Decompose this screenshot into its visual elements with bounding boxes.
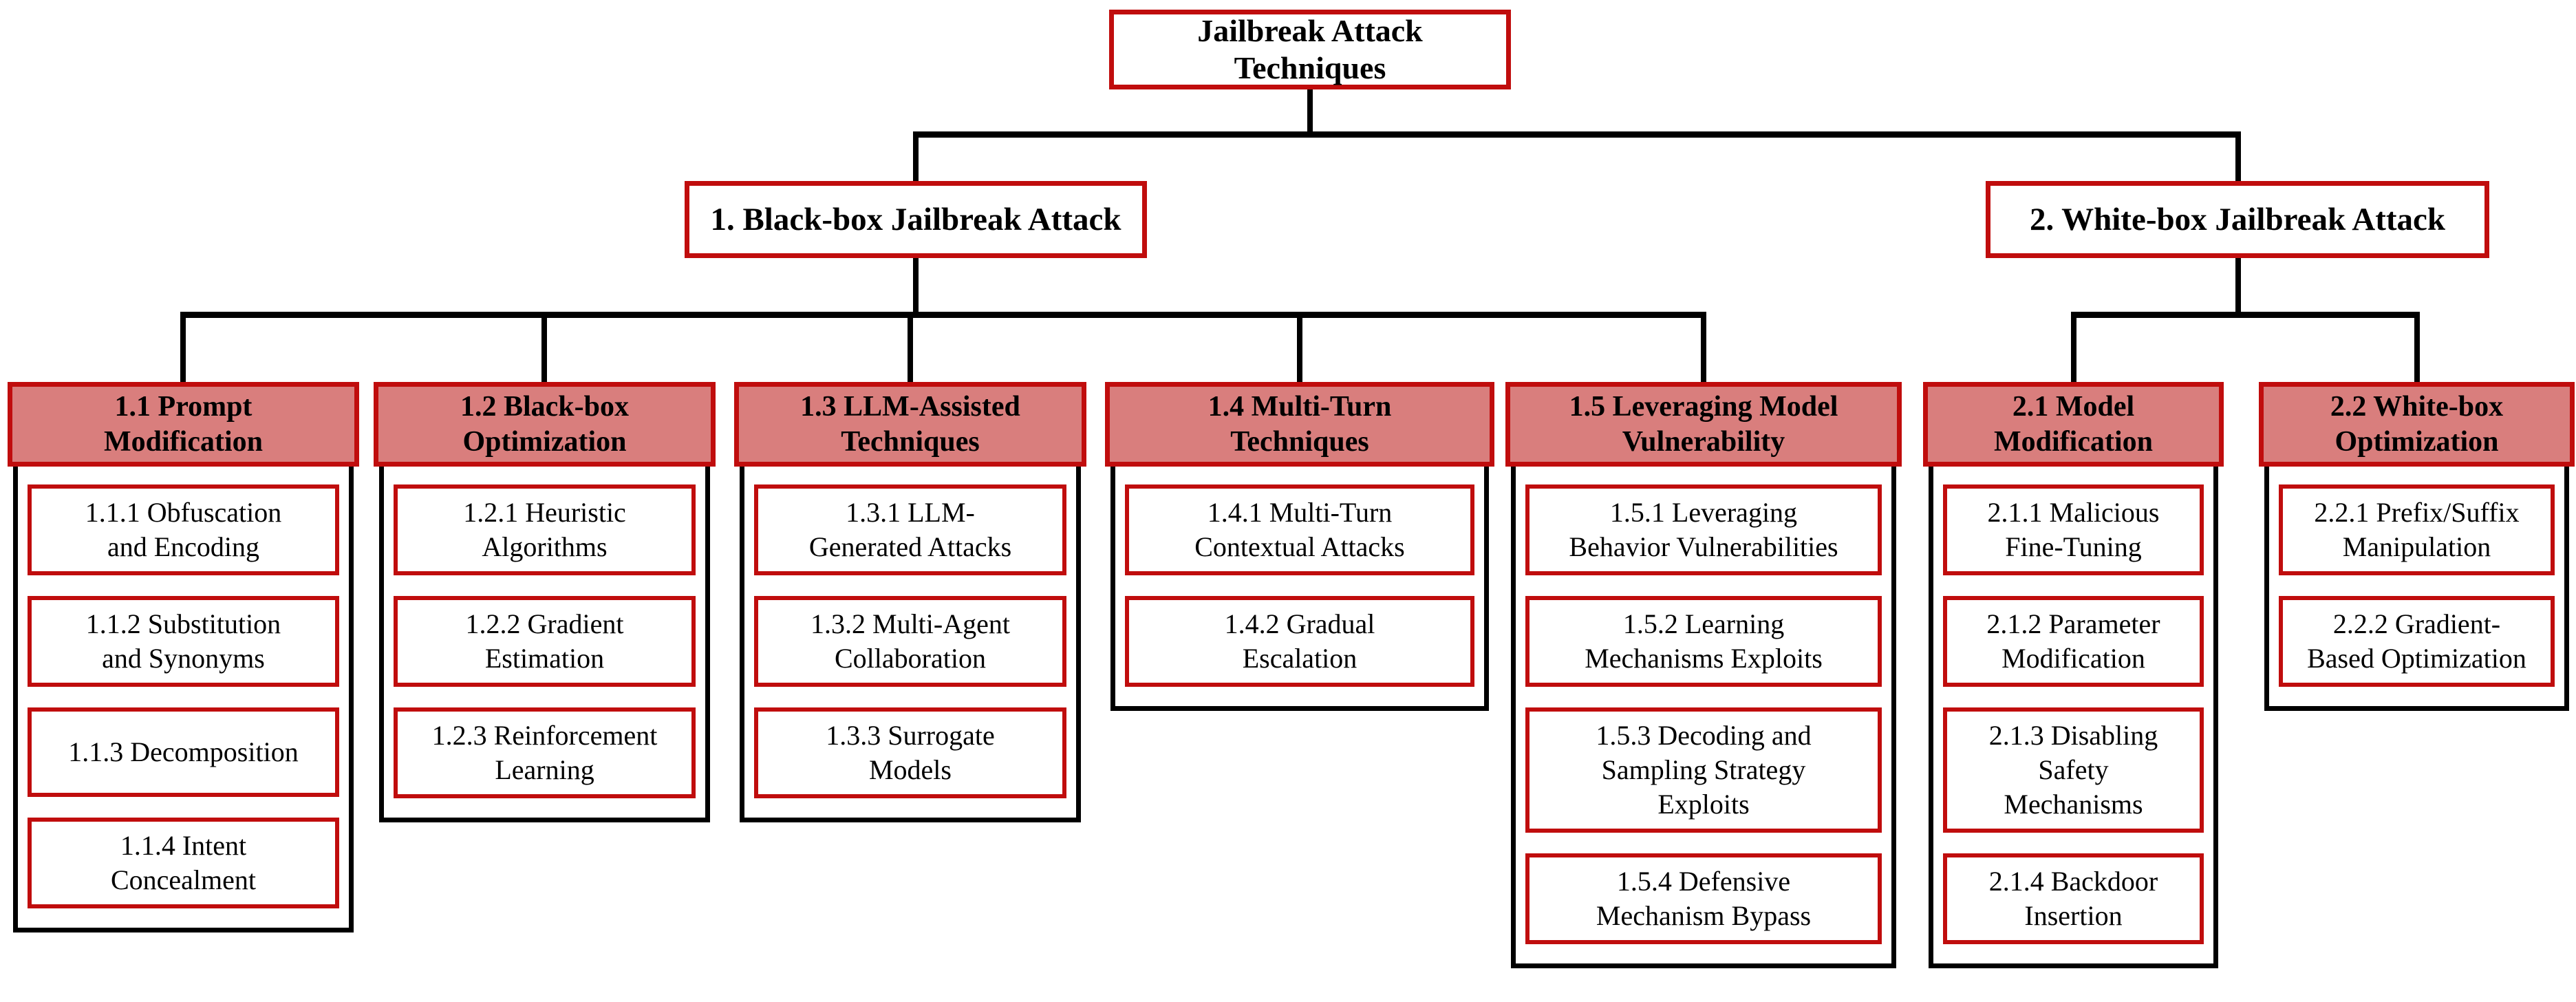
category-header-1-1: 1.1 Prompt Modification: [8, 382, 359, 467]
leaf-node-1-3-3: 1.3.3 Surrogate Models: [754, 707, 1066, 798]
branch-node-white-box: 2. White-box Jailbreak Attack: [1986, 181, 2489, 258]
leaf-node-2-1-2: 2.1.2 Parameter Modification: [1943, 596, 2204, 687]
category-header-1-2: 1.2 Black-box Optimization: [374, 382, 716, 467]
leaf-node-1-1-4: 1.1.4 Intent Concealment: [28, 818, 339, 908]
connector-drop-col-1-5: [1701, 315, 1706, 384]
taxonomy-column-1-5: 1.5 Leveraging Model Vulnerability 1.5.1…: [1505, 382, 1902, 968]
leaf-node-2-2-2: 2.2.2 Gradient- Based Optimization: [2279, 596, 2555, 687]
category-body-2-1: 2.1.1 Malicious Fine-Tuning 2.1.2 Parame…: [1929, 467, 2218, 968]
category-body-1-5: 1.5.1 Leveraging Behavior Vulnerabilitie…: [1511, 467, 1896, 968]
category-body-1-2: 1.2.1 Heuristic Algorithms 1.2.2 Gradien…: [379, 467, 710, 822]
connector-drop-col-2-1: [2071, 315, 2076, 384]
leaf-node-1-5-2: 1.5.2 Learning Mechanisms Exploits: [1525, 596, 1882, 687]
category-header-1-5: 1.5 Leveraging Model Vulnerability: [1505, 382, 1902, 467]
connector-white-box-vertical: [2235, 256, 2241, 315]
connector-drop-col-1-2: [541, 315, 547, 384]
leaf-node-1-2-1: 1.2.1 Heuristic Algorithms: [394, 484, 696, 575]
leaf-node-1-5-1: 1.5.1 Leveraging Behavior Vulnerabilitie…: [1525, 484, 1882, 575]
category-header-2-2: 2.2 White-box Optimization: [2259, 382, 2575, 467]
leaf-node-1-5-4: 1.5.4 Defensive Mechanism Bypass: [1525, 853, 1882, 944]
taxonomy-column-1-4: 1.4 Multi-Turn Techniques 1.4.1 Multi-Tu…: [1105, 382, 1494, 711]
connector-white-box-horizontal: [2071, 312, 2420, 318]
leaf-node-2-1-4: 2.1.4 Backdoor Insertion: [1943, 853, 2204, 944]
category-header-1-4: 1.4 Multi-Turn Techniques: [1105, 382, 1494, 467]
category-body-1-4: 1.4.1 Multi-Turn Contextual Attacks 1.4.…: [1110, 467, 1489, 711]
leaf-node-1-4-2: 1.4.2 Gradual Escalation: [1125, 596, 1474, 687]
leaf-node-2-1-1: 2.1.1 Malicious Fine-Tuning: [1943, 484, 2204, 575]
connector-level1-horizontal: [913, 131, 2241, 138]
taxonomy-column-2-2: 2.2 White-box Optimization 2.2.1 Prefix/…: [2259, 382, 2575, 711]
category-body-1-3: 1.3.1 LLM- Generated Attacks 1.3.2 Multi…: [740, 467, 1081, 822]
connector-drop-col-1-3: [908, 315, 913, 384]
category-header-2-1: 2.1 Model Modification: [1923, 382, 2224, 467]
leaf-node-1-2-3: 1.2.3 Reinforcement Learning: [394, 707, 696, 798]
branch-node-black-box: 1. Black-box Jailbreak Attack: [685, 181, 1147, 258]
leaf-node-1-4-1: 1.4.1 Multi-Turn Contextual Attacks: [1125, 484, 1474, 575]
leaf-node-1-1-3: 1.1.3 Decomposition: [28, 707, 339, 797]
category-body-2-2: 2.2.1 Prefix/Suffix Manipulation 2.2.2 G…: [2264, 467, 2569, 711]
connector-drop-col-2-2: [2414, 315, 2420, 384]
connector-drop-white-box: [2235, 135, 2241, 183]
taxonomy-column-1-2: 1.2 Black-box Optimization 1.2.1 Heurist…: [374, 382, 716, 822]
leaf-node-1-5-3: 1.5.3 Decoding and Sampling Strategy Exp…: [1525, 707, 1882, 833]
root-node: Jailbreak Attack Techniques: [1109, 10, 1511, 89]
taxonomy-column-1-1: 1.1 Prompt Modification 1.1.1 Obfuscatio…: [8, 382, 359, 932]
leaf-node-1-3-1: 1.3.1 LLM- Generated Attacks: [754, 484, 1066, 575]
taxonomy-column-1-3: 1.3 LLM-Assisted Techniques 1.3.1 LLM- G…: [734, 382, 1086, 822]
connector-drop-black-box: [913, 135, 919, 183]
taxonomy-column-2-1: 2.1 Model Modification 2.1.1 Malicious F…: [1923, 382, 2224, 968]
leaf-node-2-2-1: 2.2.1 Prefix/Suffix Manipulation: [2279, 484, 2555, 575]
connector-drop-col-1-1: [180, 315, 186, 384]
leaf-node-1-1-2: 1.1.2 Substitution and Synonyms: [28, 596, 339, 687]
leaf-node-1-1-1: 1.1.1 Obfuscation and Encoding: [28, 484, 339, 575]
connector-black-box-horizontal: [180, 312, 1706, 318]
leaf-node-1-2-2: 1.2.2 Gradient Estimation: [394, 596, 696, 687]
leaf-node-1-3-2: 1.3.2 Multi-Agent Collaboration: [754, 596, 1066, 687]
category-header-1-3: 1.3 LLM-Assisted Techniques: [734, 382, 1086, 467]
connector-root-vertical: [1307, 88, 1313, 135]
connector-drop-col-1-4: [1297, 315, 1302, 384]
leaf-node-2-1-3: 2.1.3 Disabling Safety Mechanisms: [1943, 707, 2204, 833]
connector-black-box-vertical: [913, 256, 919, 315]
category-body-1-1: 1.1.1 Obfuscation and Encoding 1.1.2 Sub…: [13, 467, 354, 932]
